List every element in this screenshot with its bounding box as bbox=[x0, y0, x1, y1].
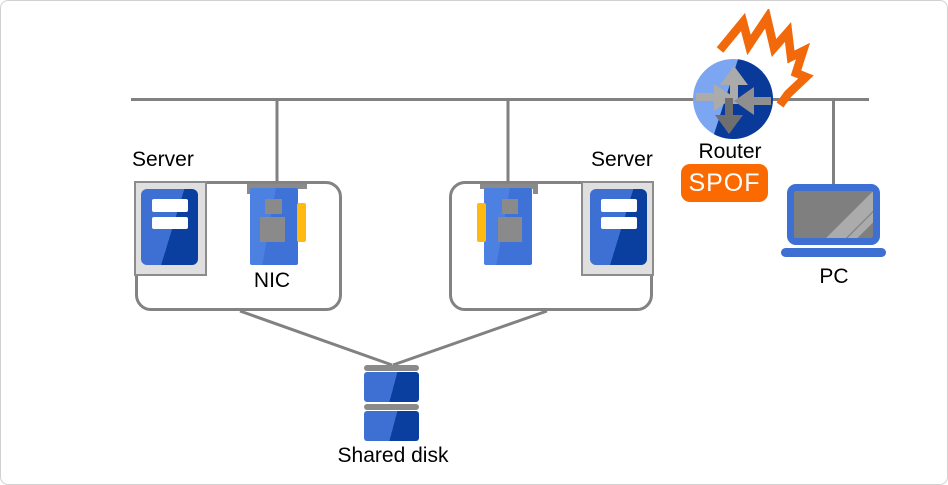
nic-connector-tab bbox=[297, 203, 306, 242]
server-slot bbox=[601, 199, 637, 212]
server-tower-body bbox=[141, 189, 198, 265]
server-slot bbox=[601, 217, 637, 229]
server-left-label: Server bbox=[132, 148, 194, 171]
server-tower-icon bbox=[134, 181, 207, 276]
nic-chip-large bbox=[260, 217, 285, 242]
disk-platter-bar bbox=[364, 365, 419, 371]
disk-link-left bbox=[239, 309, 393, 367]
pc-label: PC bbox=[819, 265, 849, 288]
nic-bracket bbox=[247, 184, 307, 189]
nic-connector-tab bbox=[477, 203, 486, 242]
nic-bracket bbox=[480, 184, 538, 189]
explosion-flash-icon bbox=[716, 9, 814, 108]
disk-block bbox=[364, 411, 419, 441]
router-icon bbox=[693, 59, 773, 139]
disk-block bbox=[364, 372, 419, 402]
nic-label: NIC bbox=[253, 269, 291, 292]
server-slot bbox=[152, 217, 188, 229]
spof-badge: SPOF bbox=[681, 164, 768, 202]
disk-platter-bar bbox=[364, 404, 419, 410]
shared-disk-label: Shared disk bbox=[337, 444, 449, 467]
nic-chip-small bbox=[265, 199, 282, 214]
laptop-screen bbox=[787, 184, 880, 245]
nic-chip-large bbox=[498, 217, 522, 242]
disk-link-right bbox=[392, 309, 548, 367]
nic-chip-small bbox=[502, 199, 518, 214]
screen-glare bbox=[805, 191, 873, 238]
server-slot bbox=[152, 199, 188, 212]
router-label: Router bbox=[698, 140, 762, 163]
server-tower-icon bbox=[581, 181, 654, 276]
nic-bracket-stub bbox=[247, 184, 252, 194]
laptop-base bbox=[781, 248, 886, 257]
nic-bracket-stub bbox=[533, 184, 538, 194]
server-tower-body bbox=[590, 189, 647, 265]
server-right-label: Server bbox=[591, 148, 653, 171]
